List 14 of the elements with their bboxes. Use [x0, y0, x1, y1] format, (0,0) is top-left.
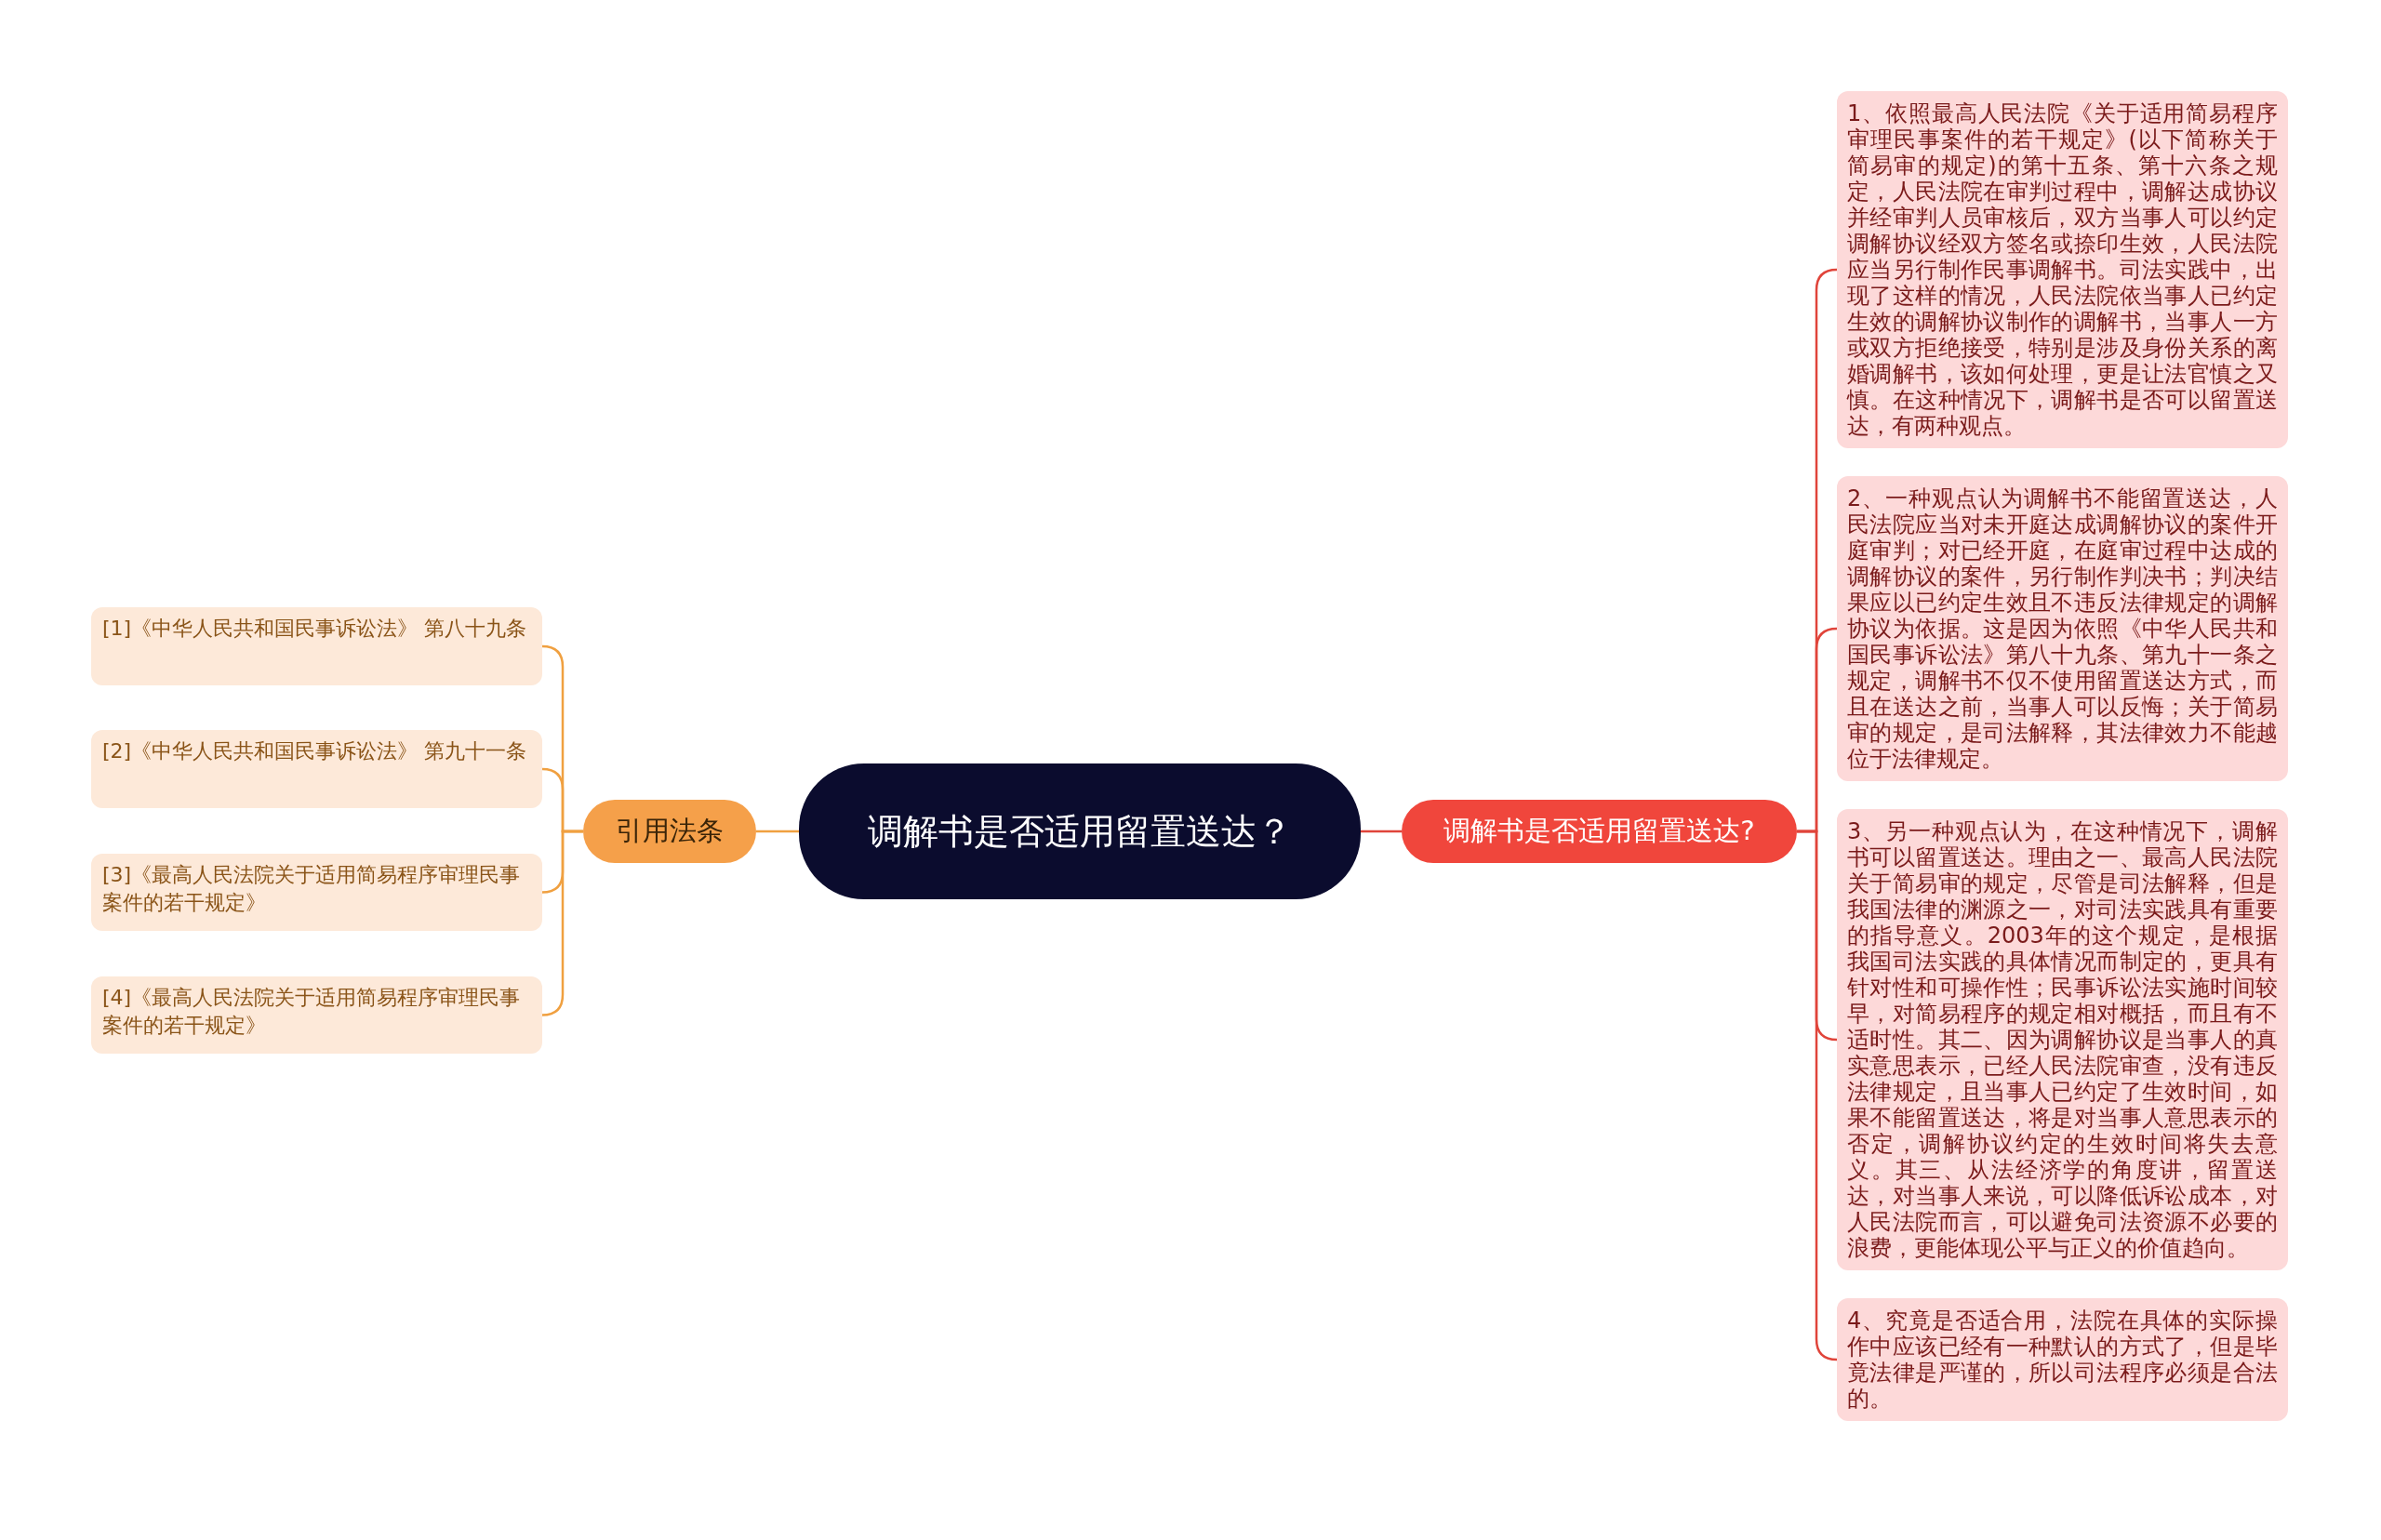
- branch-topic: 引用法条: [583, 800, 756, 863]
- citation-card: [4]《最高人民法院关于适用简易程序审理民事案件的若干规定》: [91, 976, 542, 1054]
- branch-topic: 调解书是否适用留置送达?: [1402, 800, 1797, 863]
- connector-line: [1361, 830, 1402, 833]
- text-card: 2、一种观点认为调解书不能留置送达，人民法院应当对未开庭达成调解协议的案件开庭审判；对已经开庭，在庭审过程中达成的调解协议的案件，另行制作判决书；判决结果应以已约定生效且不违反法律规定的调解协议为依据。这是因为依照《中华人民共和国民事诉讼法》第八十九条、第九十一条之规定，调解书不仅不使用留置送达方式，而且在送达之前，当事人可以反悔；关于简易审的规定，是司法解释，其法律效力不能越位于法律规定。: [1837, 476, 2288, 781]
- citation-card: [2]《中华人民共和国民事诉讼法》 第九十一条: [91, 730, 542, 808]
- citation-card: [1]《中华人民共和国民事诉讼法》 第八十九条: [91, 607, 542, 685]
- text-card: 1、依照最高人民法院《关于适用简易程序审理民事案件的若干规定》(以下简称关于简易审的规定)的第十五条、第十六条之规定，人民法院在审判过程中，调解达成协议并经审判人员审核后，双方当事人可以约定调解协议经双方签名或捺印生效，人民法院应当另行制作民事调解书。司法实践中，出现了这样的情况，人民法院依当事人已约定生效的调解协议制作的调解书，当事人一方或双方拒绝接受，特别是涉及身份关系的离婚调解书，该如何处理，更是让法官慎之又慎。在这种情况下，调解书是否可以留置送达，有两种观点。: [1837, 91, 2288, 448]
- central-topic: 调解书是否适用留置送达？: [799, 763, 1361, 899]
- text-card: 3、另一种观点认为，在这种情况下，调解书可以留置送达。理由之一、最高人民法院关于简易审的规定，尽管是司法解释，但是我国法律的渊源之一，对司法实践具有重要的指导意义。2003年的这个规定，是根据我国司法实践的具体情况而制定的，更具有针对性和可操作性；民事诉讼法实施时间较早，对简易程序的规定相对概括，而且有不适时性。其二、因为调解协议是当事人的真实意思表示，已经人民法院审查，没有违反法律规定，且当事人已约定了生效时间，如果不能留置送达，将是对当事人意思表示的否定，调解协议约定的生效时间将失去意义。其三、从法经济学的角度讲，留置送达，对当事人来说，可以降低诉讼成本，对人民法院而言，可以避免司法资源不必要的浪费，更能体现公平与正义的价值趋向。: [1837, 809, 2288, 1270]
- citation-card: [3]《最高人民法院关于适用简易程序审理民事案件的若干规定》: [91, 854, 542, 931]
- connector-line: [541, 830, 583, 1016]
- text-card: 4、究竟是否适合用，法院在具体的实际操作中应该已经有一种默认的方式了，但是毕竟法律是严谨的，所以司法程序必须是合法的。: [1837, 1298, 2288, 1421]
- connector-line: [756, 830, 799, 833]
